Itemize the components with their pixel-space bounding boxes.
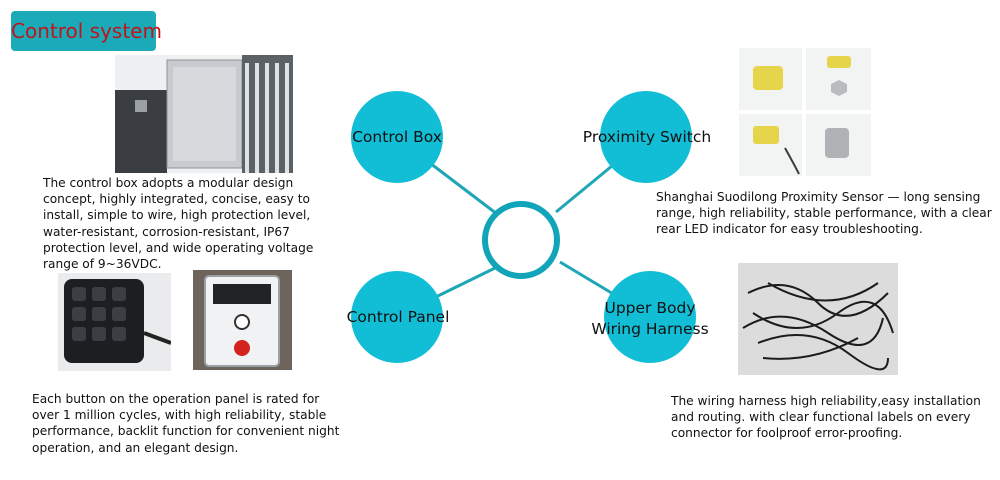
- label-proximity-switch: Proximity Switch: [583, 128, 711, 146]
- control-box-description-line: The control box adopts a modular design: [43, 176, 294, 190]
- proximity-switch-description-line: rear LED indicator for easy troubleshoot…: [656, 222, 923, 237]
- wiring-harness-description-line: The wiring harness high reliability,easy…: [671, 394, 981, 408]
- node-control-box: [351, 91, 443, 183]
- control-box-description-line: protection level, and wide operating vol…: [43, 240, 314, 255]
- panel-box-photo: [193, 270, 292, 370]
- control-panel-description: Each button on the operation panel is ra…: [32, 391, 352, 456]
- control-panel-description-line: Each button on the operation panel is ra…: [32, 392, 320, 406]
- control-panel-description-line: performance, backlit function for conven…: [32, 424, 340, 439]
- label-control-box: Control Box: [352, 128, 442, 146]
- control-box-description-line: range of 9~36VDC.: [43, 257, 162, 272]
- node-proximity-switch: [600, 91, 692, 183]
- proximity-sensor-photo: [739, 48, 871, 176]
- proximity-switch-description-line: Shanghai Suodilong Proximity Sensor — lo…: [656, 190, 981, 204]
- proximity-switch-description-line: range, high reliability, stable performa…: [656, 206, 992, 221]
- keypad-photo: [58, 273, 171, 371]
- wiring-harness-description-line: connector for foolproof error-proofing.: [671, 426, 903, 441]
- control-box-description-line: install, simple to wire, high protection…: [43, 208, 311, 223]
- label-control-panel: Control Panel: [347, 308, 450, 326]
- wiring-harness-photo: [738, 263, 898, 375]
- node-wiring-harness: [604, 271, 696, 363]
- wiring-harness-description: The wiring harness high reliability,easy…: [671, 393, 991, 442]
- control-box-description-line: concept, highly integrated, concise, eas…: [43, 192, 310, 207]
- control-box-description-line: water-resistant, corrosion-resistant, IP…: [43, 224, 290, 239]
- control-box-photo: [115, 55, 293, 173]
- proximity-switch-description: Shanghai Suodilong Proximity Sensor — lo…: [656, 189, 996, 238]
- title-badge: Control system: [11, 11, 162, 51]
- wiring-harness-description-line: and routing. with clear functional label…: [671, 410, 971, 425]
- control-box-description: The control box adopts a modular design …: [43, 175, 343, 272]
- control-panel-description-line: operation, and an elegant design.: [32, 440, 239, 455]
- label-wiring-harness-line1: Upper Body: [605, 299, 696, 317]
- center-hub: [482, 201, 560, 279]
- control-panel-description-line: over 1 million cycles, with high reliabi…: [32, 408, 327, 423]
- node-control-panel: [351, 271, 443, 363]
- page-title: Control system: [11, 19, 162, 43]
- label-wiring-harness-line2: Wiring Harness: [591, 320, 708, 338]
